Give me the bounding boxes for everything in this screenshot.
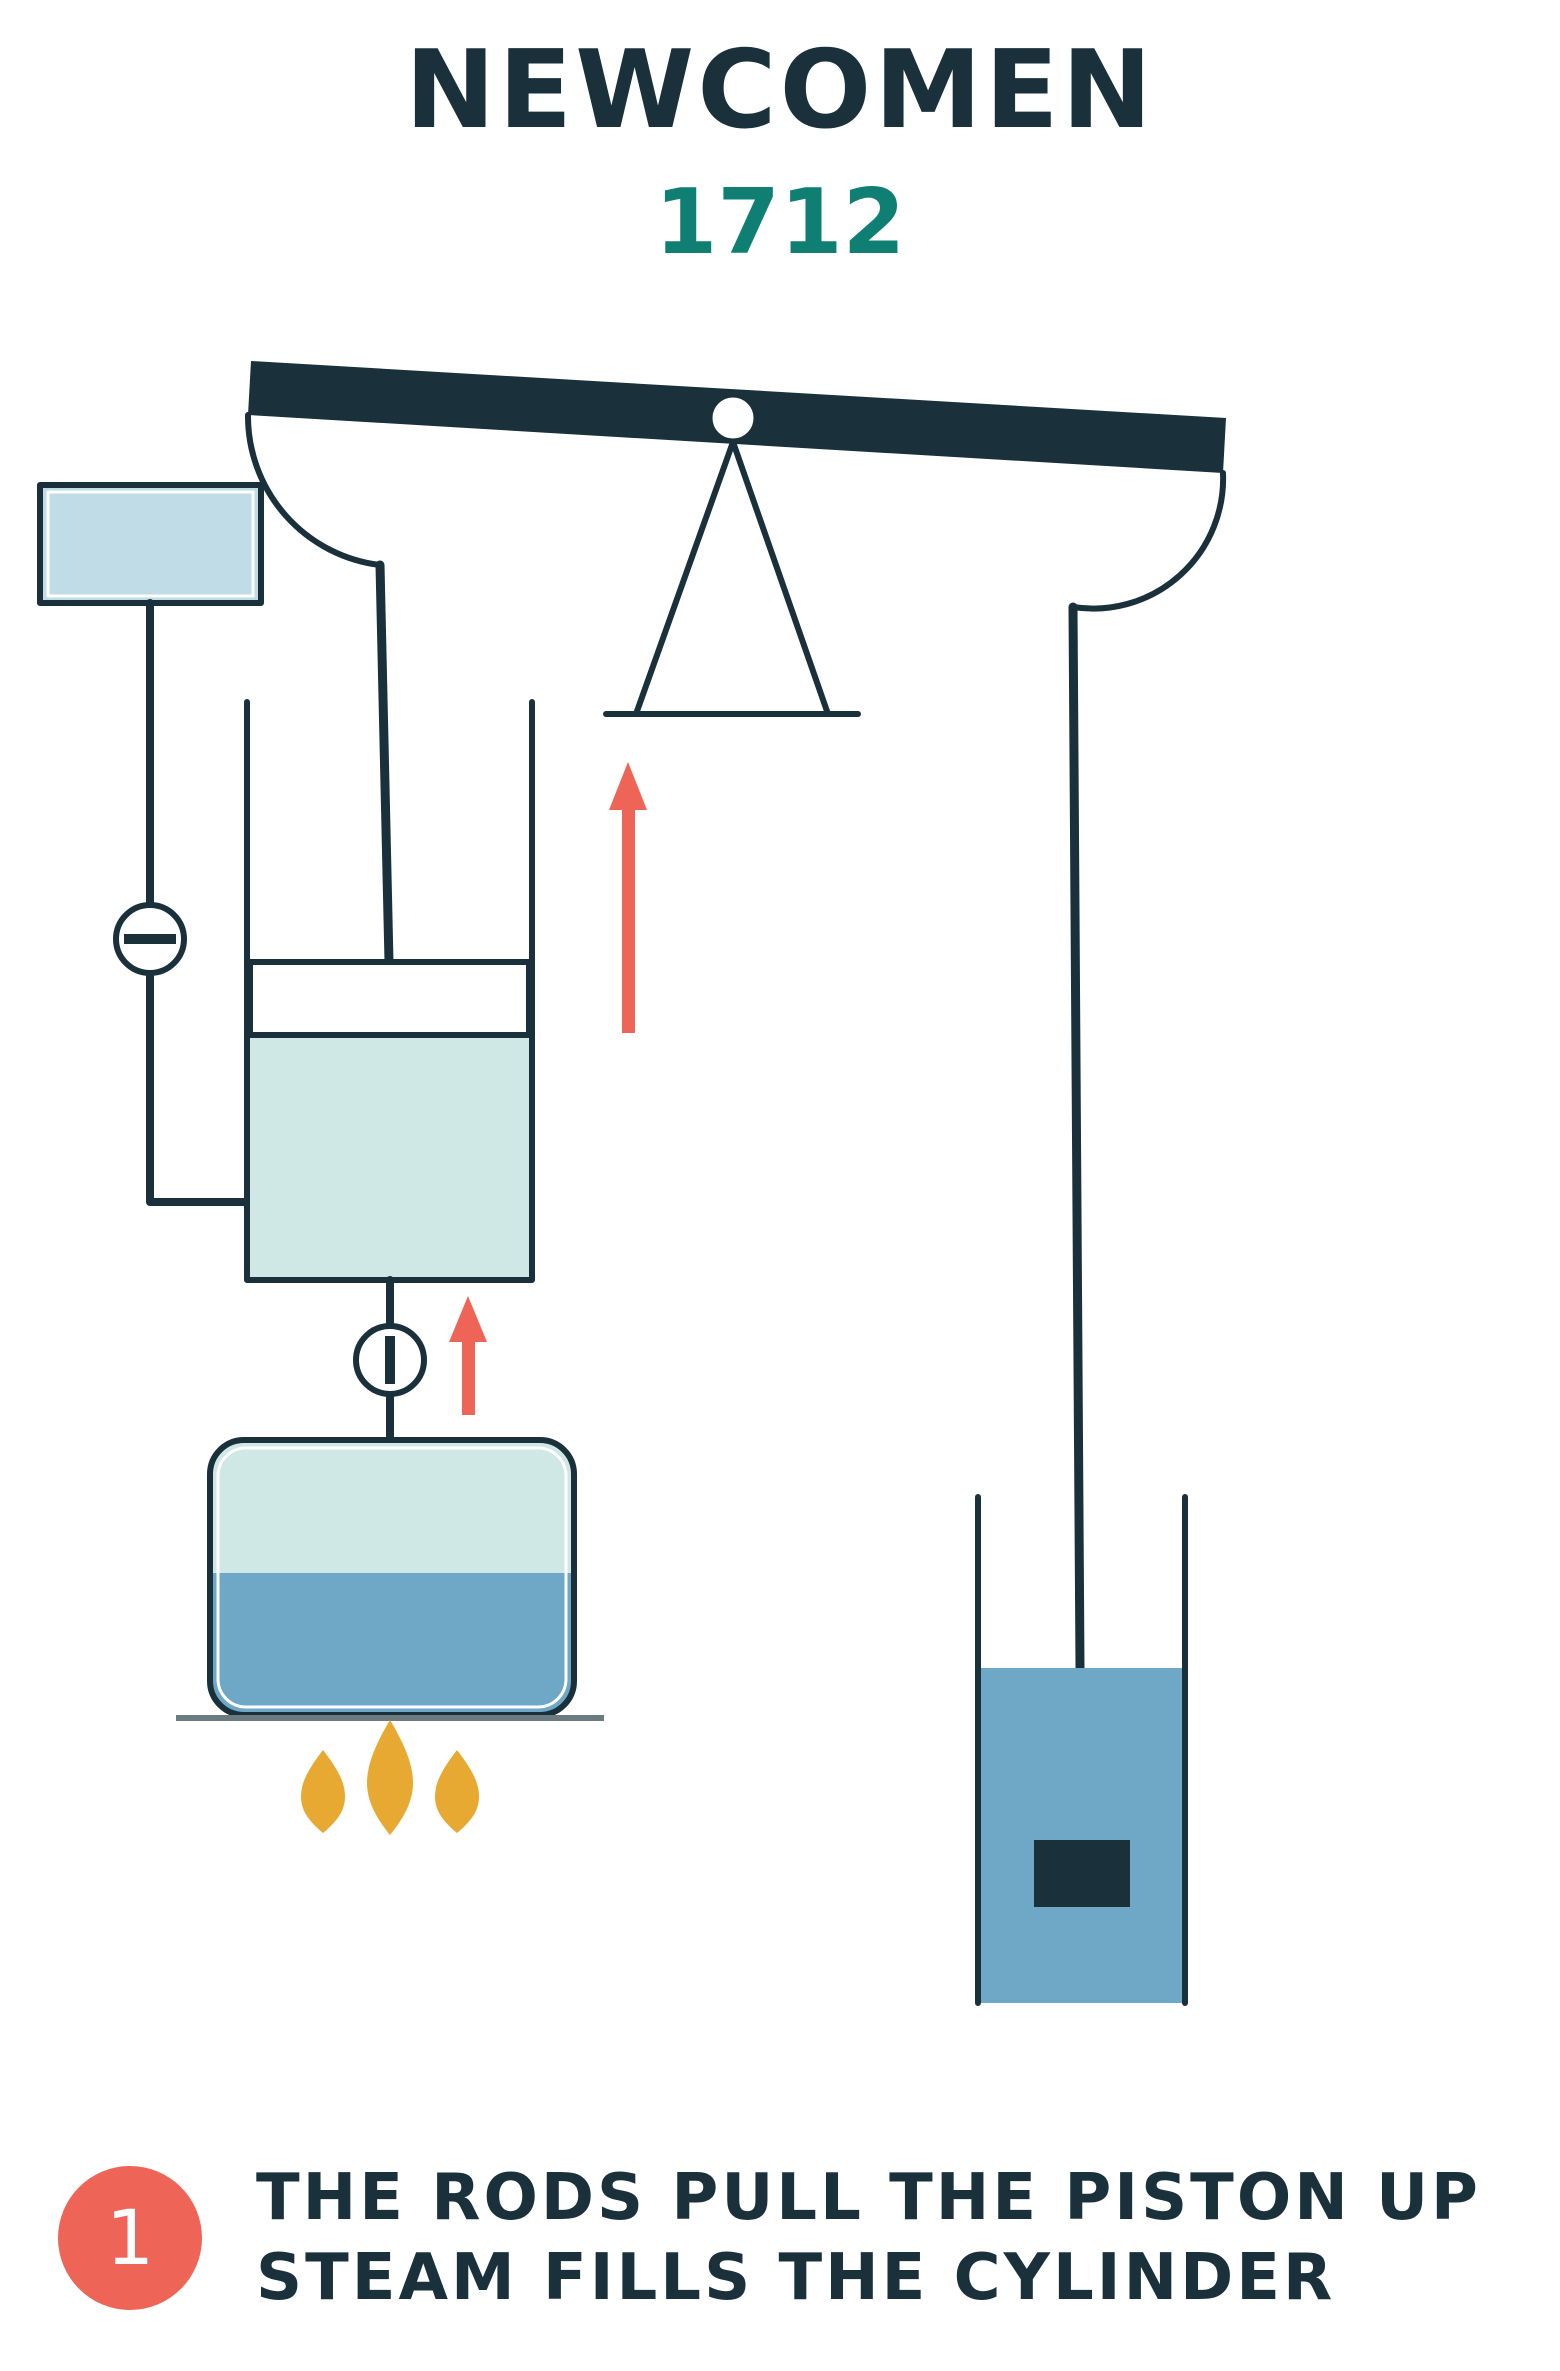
caption-line: THE RODS PULL THE PISTON UP	[256, 2161, 1481, 2235]
year-label: 1712	[654, 170, 906, 275]
boiler	[207, 1437, 577, 1718]
beam-arch-right	[1070, 470, 1227, 612]
piston-rod	[375, 560, 394, 967]
caption-line: STEAM FILLS THE CYLINDER	[256, 2241, 1336, 2315]
piston	[247, 959, 532, 1038]
flame-icon	[435, 1750, 479, 1833]
pump-rod	[1068, 602, 1085, 1673]
step-caption: THE RODS PULL THE PISTON UP STEAM FILLS …	[256, 2158, 1536, 2318]
water-tank	[37, 482, 264, 606]
arrow-up-icon	[449, 1296, 487, 1415]
step-number-badge: 1	[58, 2166, 202, 2310]
pump-water	[978, 1668, 1185, 2003]
valve-open-icon	[353, 1323, 427, 1397]
pump-plunger	[1034, 1840, 1130, 1907]
page-title: NEWCOMEN	[405, 28, 1155, 153]
beam-arch-left	[244, 412, 383, 568]
flame-icon	[367, 1720, 413, 1835]
flame-icon	[301, 1750, 345, 1833]
beam-pivot	[707, 392, 759, 444]
injection-pipe	[146, 599, 250, 1206]
a-frame-support	[633, 439, 831, 717]
cylinder-steam	[247, 1035, 532, 1280]
arrow-up-icon	[609, 762, 647, 1033]
valve-closed-icon	[113, 902, 187, 976]
